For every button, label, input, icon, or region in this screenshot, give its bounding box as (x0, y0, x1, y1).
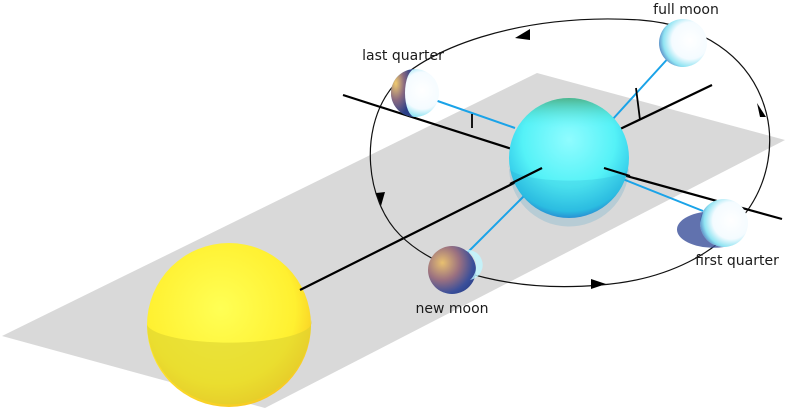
tether-new-moon (467, 194, 526, 253)
earth-axis-front-right (603, 166, 631, 178)
tether-last-quarter (428, 97, 516, 129)
label-new-moon: new moon (415, 301, 488, 317)
earth-axis-lower-right (604, 168, 783, 221)
terminator-axis-left (342, 93, 516, 152)
orbit-arrow-top (515, 29, 530, 40)
orbit-arrow-bottom (591, 279, 606, 289)
moon-first-quarter (676, 199, 748, 248)
label-full-moon: full moon (653, 2, 719, 18)
label-last-quarter: last quarter (362, 48, 444, 64)
earth (508, 98, 629, 227)
moon-last-quarter (391, 69, 439, 117)
terminator-axis-right (617, 84, 713, 131)
sun-earth-line (299, 169, 541, 291)
ecliptic-plane (2, 73, 785, 408)
orbit-arrow-left (376, 192, 385, 206)
moon-full (659, 19, 707, 67)
sun (147, 243, 312, 407)
moon-new (428, 246, 483, 294)
label-first-quarter: first quarter (695, 253, 779, 269)
tether-full-moon (611, 53, 673, 121)
orbit-arrow-right (757, 103, 766, 117)
earth-axis-front (509, 167, 543, 185)
angle-tick-right (635, 87, 641, 121)
